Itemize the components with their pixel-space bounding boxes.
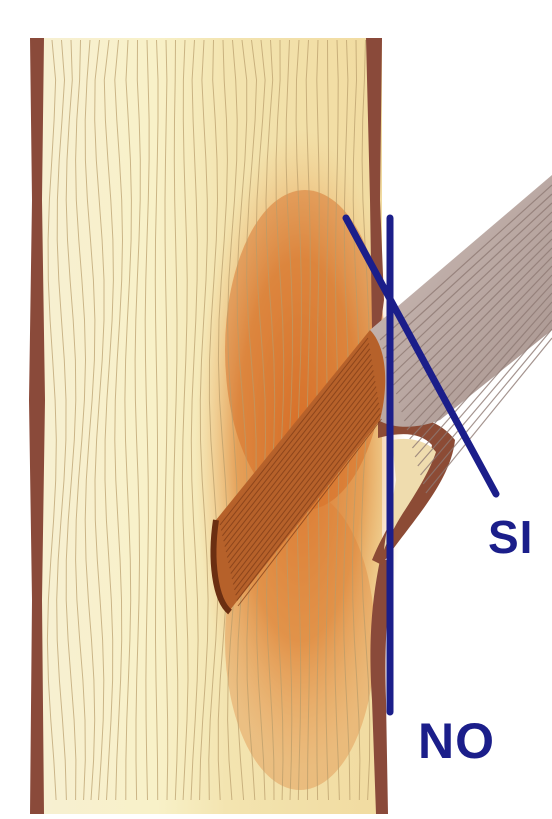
- branch-bark: [370, 175, 552, 427]
- correct-cut-label: SI: [488, 510, 533, 564]
- wrong-cut-label: NO: [418, 712, 495, 770]
